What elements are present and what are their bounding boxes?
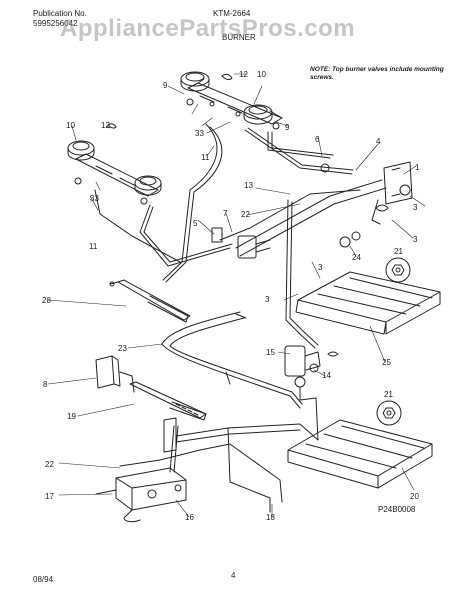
callout-28: 28 [42,296,51,305]
note-text: NOTE: Top burner valves include mounting… [310,66,444,81]
callout-9b: 9 [285,123,290,132]
broil-burner [109,279,191,323]
watermark: AppliancePartsPros.com [60,15,356,42]
callout-13: 13 [244,181,253,190]
callout-19: 19 [67,412,76,421]
publication-label: Publication No. [33,9,87,18]
support-tube [285,199,316,349]
callout-21b: 21 [384,390,393,399]
callout-33a: 33 [195,129,204,138]
callout-33b: 33 [90,194,99,203]
callout-4: 4 [376,137,381,146]
callout-8: 8 [43,380,48,389]
model-number: KTM-2664 [213,9,251,18]
oven-heat-deflector [287,419,433,489]
callout-3c: 3 [318,263,323,272]
callout-15: 15 [266,348,275,357]
burner-feed-tubes [94,123,361,283]
orifice-hood-details [376,257,411,426]
safety-valve [284,345,339,441]
callout-7: 7 [223,209,228,218]
callout-9a: 9 [163,81,168,90]
callout-3b: 3 [413,235,418,244]
callout-16: 16 [185,513,194,522]
oven-burner [129,381,207,421]
callout-10a: 10 [257,70,266,79]
callout-leaders [47,73,426,518]
callout-24: 24 [352,253,361,262]
callout-10b: 10 [66,121,75,130]
footer-date: 08/94 [33,575,54,584]
lower-gas-lines [119,423,319,513]
manifold-pipe [235,161,413,257]
callout-5: 5 [193,219,198,228]
callout-20: 20 [410,492,419,501]
callout-22b: 22 [45,460,54,469]
callout-11a: 11 [201,153,210,162]
oven-burner-tube [161,311,303,409]
callout-23: 23 [118,344,127,353]
callout-1: 1 [415,163,420,172]
oven-thermostat [95,417,187,523]
callout-21a: 21 [394,247,403,256]
callout-14: 14 [322,371,331,380]
callout-3d: 3 [265,295,270,304]
callout-12a: 12 [239,70,248,79]
burner-valves [211,163,361,259]
callout-3a: 3 [413,203,418,212]
callout-17: 17 [45,492,54,501]
callout-22a: 22 [241,210,250,219]
section-title: BURNER [222,33,256,42]
front-burner-assembly [67,123,162,205]
publication-number: 5995256042 [33,19,78,28]
callout-11b: 11 [89,242,98,251]
diagram-code: P24B0008 [378,505,416,514]
broil-heat-deflector [295,271,441,335]
callout-6: 6 [315,135,320,144]
callout-12b: 12 [101,121,110,130]
rear-burner-assembly [180,71,283,130]
oven-igniter [95,355,135,393]
footer-page: 4 [231,571,236,580]
callout-numbers: 1 3 3 3 3 4 5 6 7 8 9 9 10 10 11 11 12 1… [42,70,420,522]
callout-18: 18 [266,513,275,522]
callout-25: 25 [382,358,391,367]
